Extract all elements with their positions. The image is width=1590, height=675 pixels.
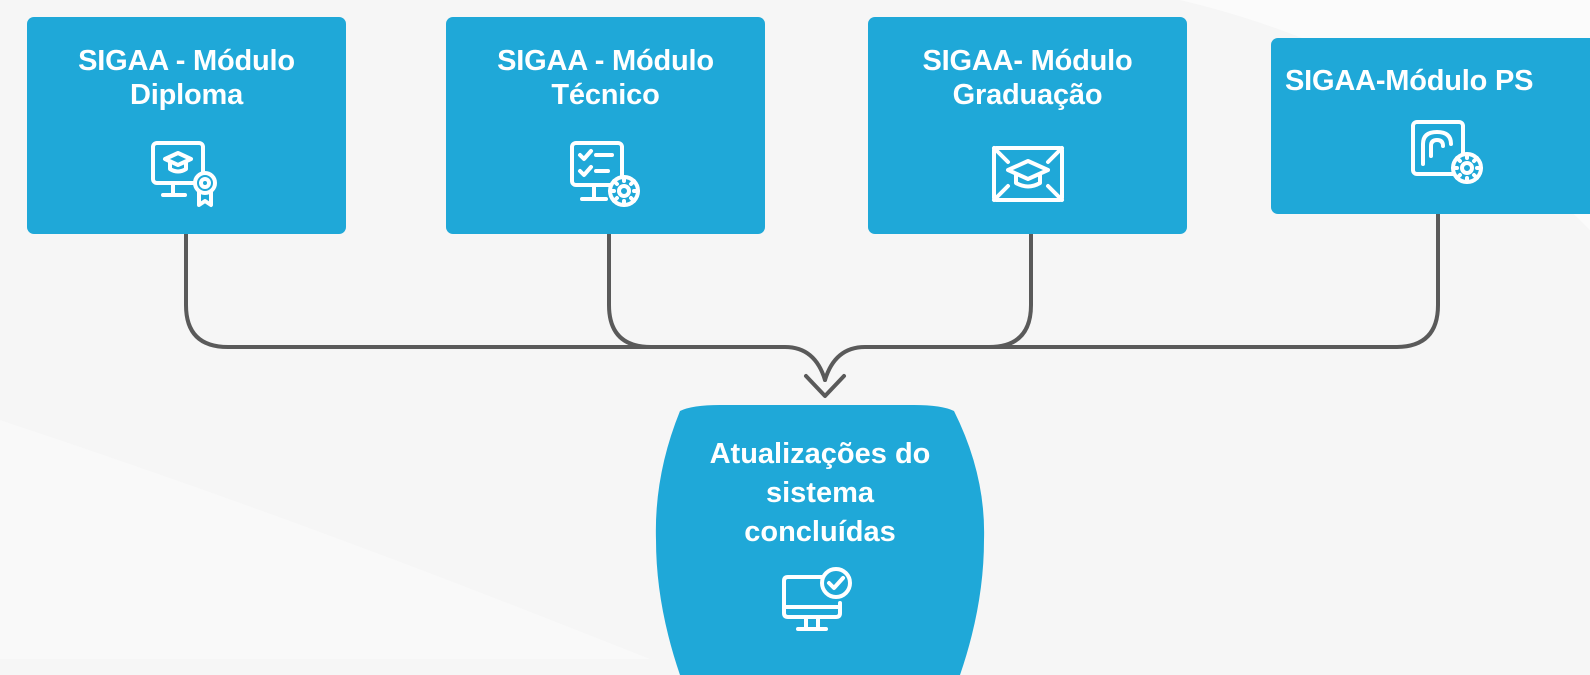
module-box-graduacao: SIGAA- Módulo Graduação xyxy=(868,17,1187,234)
result-node: Atualizações do sistema concluídas xyxy=(650,405,990,675)
checklist-settings-icon xyxy=(570,141,640,207)
document-settings-icon xyxy=(1411,120,1483,184)
graduation-cap-icon xyxy=(992,146,1064,202)
result-title: Atualizações do sistema concluídas xyxy=(709,438,931,548)
module-title-diploma: SIGAA - Módulo Diploma xyxy=(78,45,295,111)
diploma-certificate-icon xyxy=(151,141,217,207)
connector-graduacao xyxy=(987,232,1033,349)
module-box-diploma: SIGAA - Módulo Diploma xyxy=(27,17,346,234)
result-shape xyxy=(655,405,985,675)
module-box-tecnico: SIGAA - Módulo Técnico xyxy=(446,17,765,234)
module-title-graduacao: SIGAA- Módulo Graduação xyxy=(922,45,1133,111)
module-title-ps: SIGAA-Módulo PS xyxy=(1285,65,1534,97)
module-box-ps: SIGAA-Módulo PS xyxy=(1271,38,1590,214)
connector-lines xyxy=(184,212,1440,398)
connector-diploma xyxy=(184,232,827,382)
connector-tecnico xyxy=(607,232,653,349)
module-title-tecnico: SIGAA - Módulo Técnico xyxy=(497,45,714,111)
arrow-head-icon xyxy=(804,374,846,398)
computer-check-icon xyxy=(782,567,852,631)
connector-ps xyxy=(823,212,1440,382)
